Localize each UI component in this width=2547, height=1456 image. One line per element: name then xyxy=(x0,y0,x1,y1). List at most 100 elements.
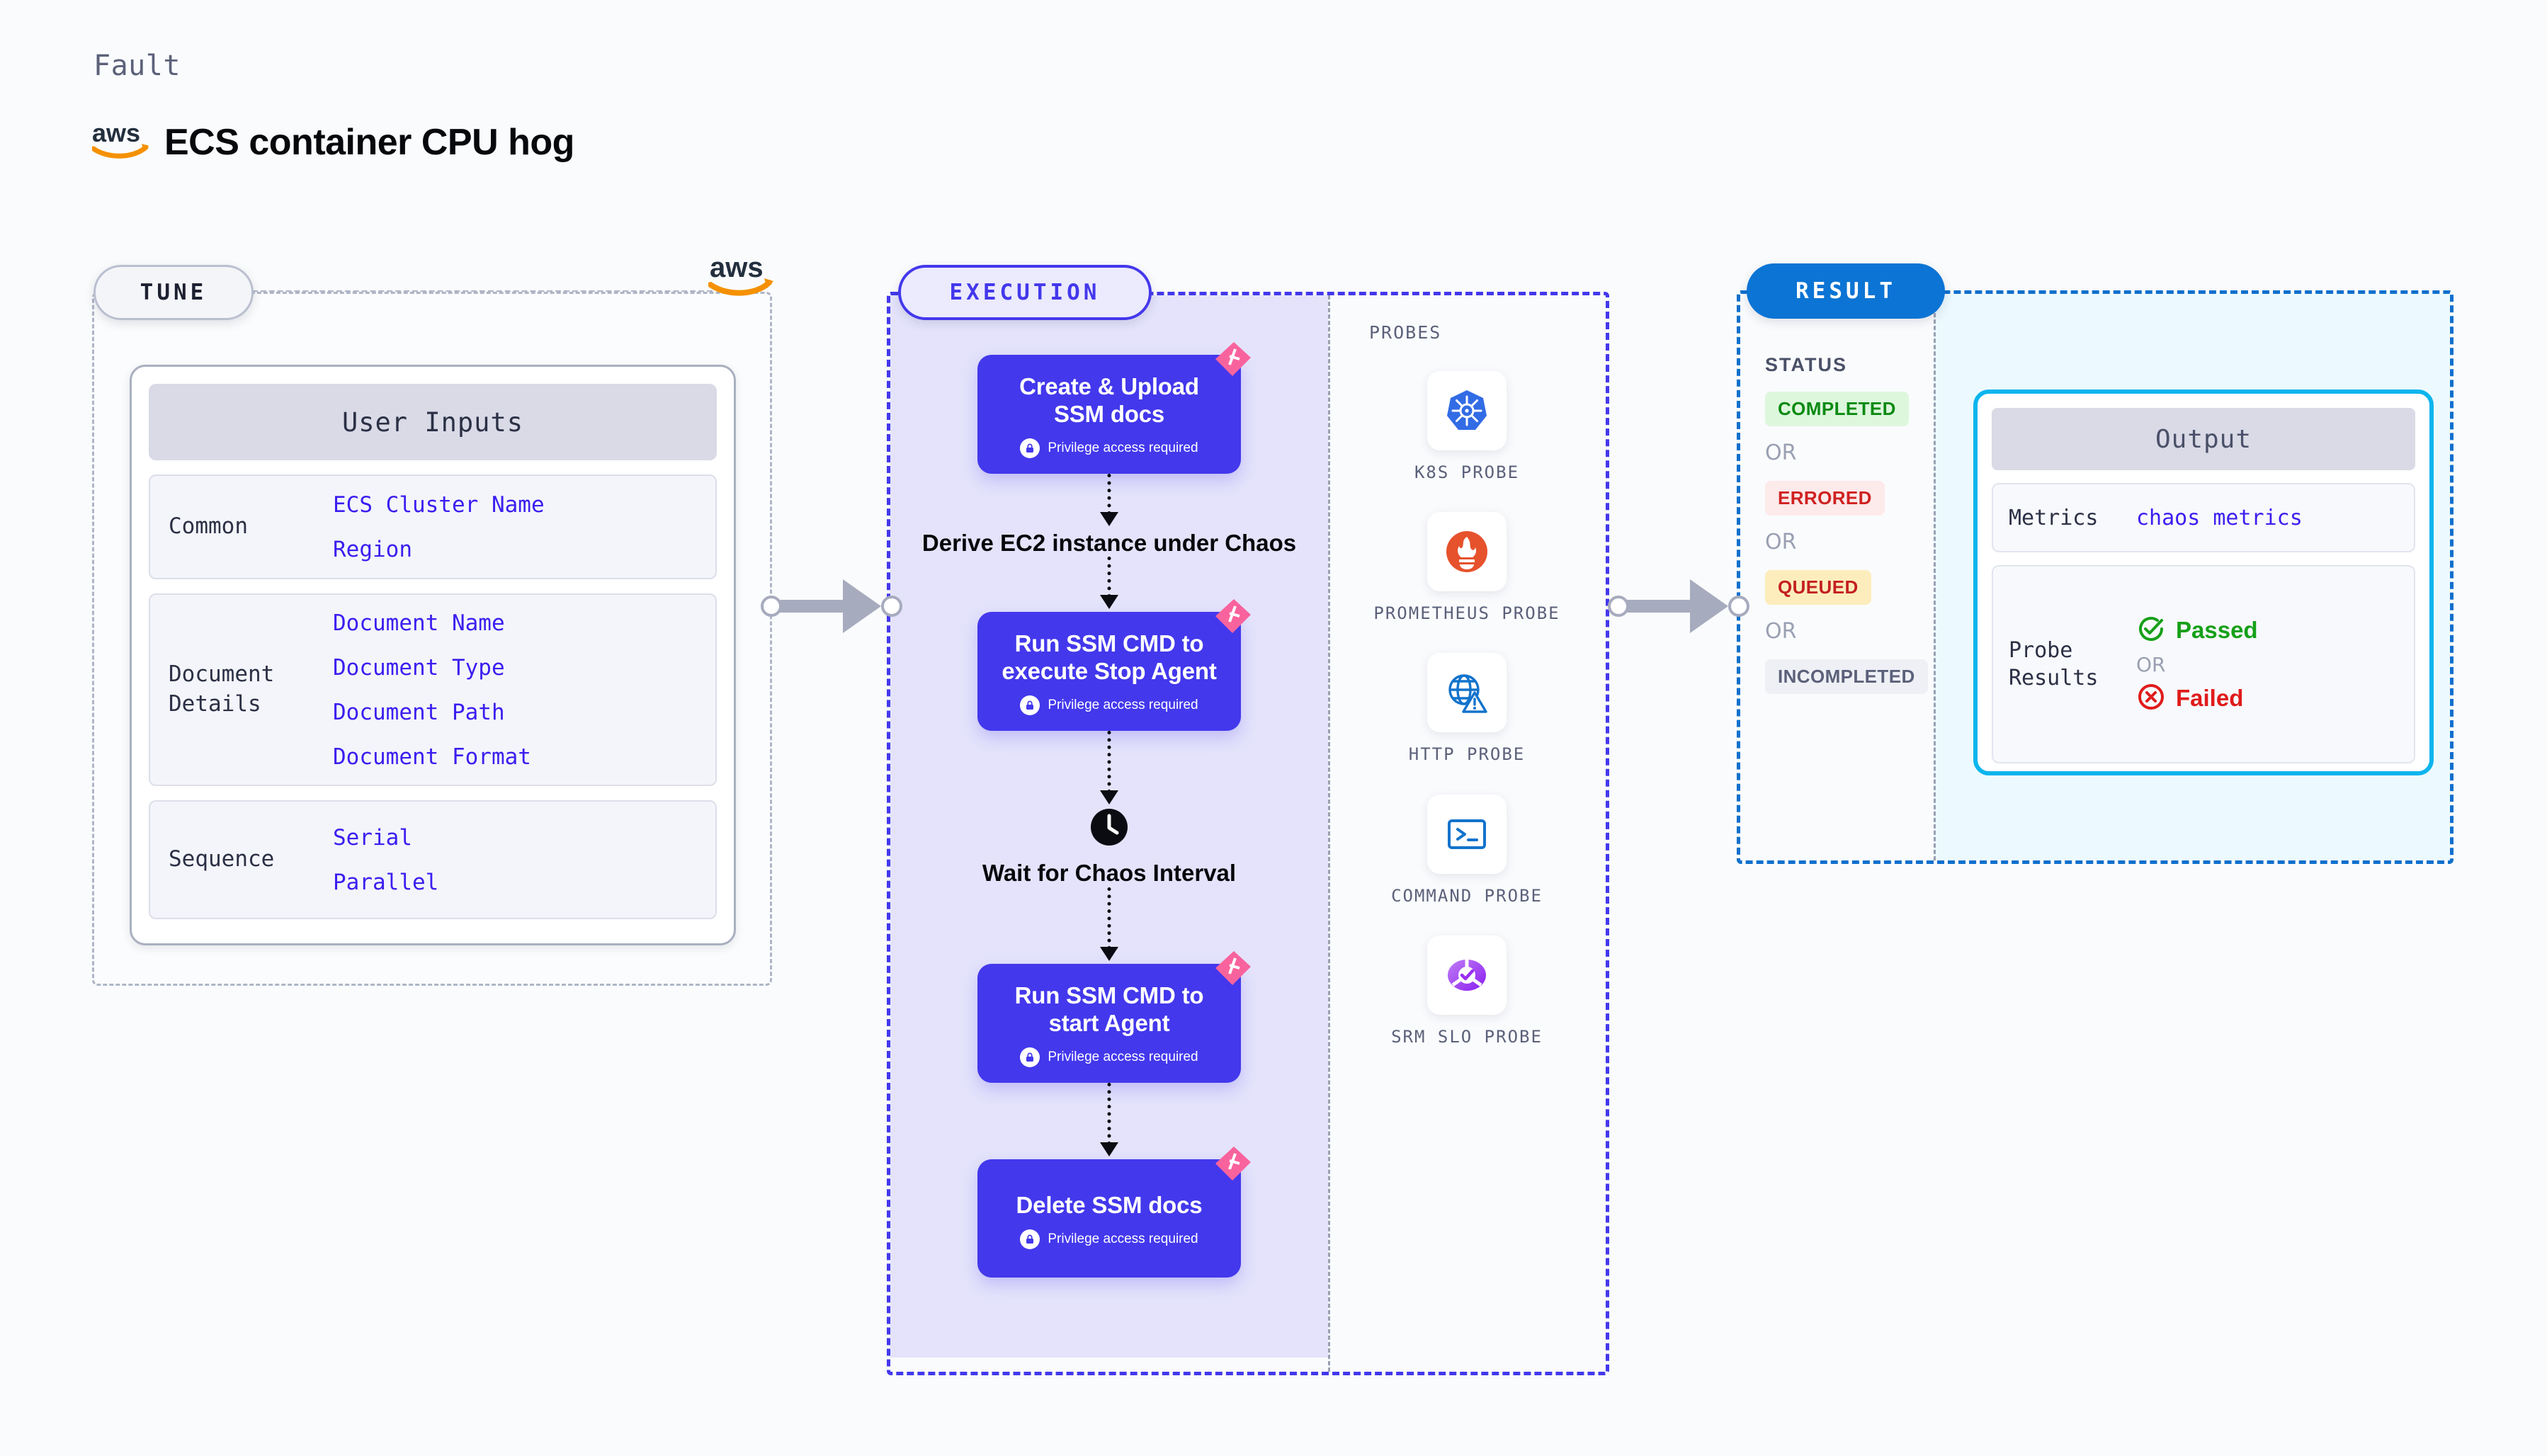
probe-label: COMMAND PROBE xyxy=(1391,885,1543,906)
prometheus-icon xyxy=(1427,512,1507,592)
status-or-label: OR xyxy=(1765,530,1797,554)
litmus-ribbon-icon xyxy=(1211,341,1252,382)
connector-line xyxy=(778,600,851,613)
connector-tune-to-execution xyxy=(761,579,902,633)
probe-item-k8s[interactable]: K8S PROBE xyxy=(1328,371,1606,484)
flow-step-privilege: Privilege access required xyxy=(992,1047,1227,1067)
connector-arrowhead-icon xyxy=(1690,579,1728,633)
user-inputs-title: User Inputs xyxy=(149,384,717,460)
tune-section-label: Document Details xyxy=(169,661,275,717)
tune-tag[interactable]: TUNE xyxy=(93,265,254,320)
output-card: Output Metrics chaos metrics Probe Resul… xyxy=(1973,389,2434,775)
probe-result-values: Passed OR Failed xyxy=(2136,614,2258,715)
flow-step-title: Derive EC2 instance under Chaos xyxy=(921,529,1297,556)
flow-step-title: Create & Upload SSM docs xyxy=(1019,373,1199,427)
tune-section-values: Document Name Document Type Document Pat… xyxy=(333,610,531,770)
flow-step-card[interactable]: Create & Upload SSM docs Privilege acces… xyxy=(977,342,1251,474)
output-metrics-value[interactable]: chaos metrics xyxy=(2136,505,2303,530)
tune-value[interactable]: ECS Cluster Name xyxy=(333,491,545,518)
status-or-label: OR xyxy=(1765,619,1797,644)
flow-step-card[interactable]: Run SSM CMD to execute Stop Agent Privil… xyxy=(977,599,1251,732)
tune-panel: User Inputs Common ECS Cluster Name Regi… xyxy=(92,292,772,986)
connector-line xyxy=(1625,600,1698,613)
tune-value[interactable]: Document Name xyxy=(333,610,505,636)
flow-arrow-icon xyxy=(890,557,1328,612)
lock-icon xyxy=(1020,1047,1040,1067)
svg-text:aws: aws xyxy=(710,254,764,283)
probe-label: PROMETHEUS PROBE xyxy=(1373,603,1560,624)
result-panel xyxy=(1737,290,2454,864)
probe-result-or-label: OR xyxy=(2136,652,2166,676)
status-badge: COMPLETED xyxy=(1765,392,1909,426)
tune-section-label: Common xyxy=(169,513,248,540)
tune-section-document-details: Document Details Document Name Document … xyxy=(149,593,717,786)
tune-section-values: Serial Parallel xyxy=(333,825,438,895)
connector-handle[interactable] xyxy=(761,596,782,617)
tune-value[interactable]: Document Type xyxy=(333,654,505,681)
http-globe-warning-icon xyxy=(1427,653,1507,733)
lock-icon xyxy=(1020,438,1040,458)
tune-section-sequence: Sequence Serial Parallel xyxy=(149,800,717,919)
litmus-ribbon-icon xyxy=(1211,598,1252,639)
litmus-ribbon-icon xyxy=(1211,950,1252,991)
tune-value[interactable]: Serial xyxy=(333,824,412,851)
probes-title: PROBES xyxy=(1369,322,1442,343)
flow-step-title: Wait for Chaos Interval xyxy=(982,860,1237,887)
result-tag[interactable]: RESULT xyxy=(1747,263,1945,319)
tune-value[interactable]: Document Path xyxy=(333,699,505,725)
status-or-label: OR xyxy=(1765,440,1797,465)
tune-value[interactable]: Region xyxy=(333,536,412,562)
probe-item-http[interactable]: HTTP PROBE xyxy=(1328,653,1606,766)
flow-arrow-icon xyxy=(890,731,1328,807)
output-section-probe-results: Probe Results Passed OR xyxy=(1992,565,2415,763)
output-metrics-label: Metrics xyxy=(2009,505,2099,530)
flow-step-title: Delete SSM docs xyxy=(1016,1191,1203,1218)
probe-item-prometheus[interactable]: PROMETHEUS PROBE xyxy=(1328,512,1606,625)
page-title-row: aws ECS container CPU hog xyxy=(91,118,574,164)
tune-value[interactable]: Document Format xyxy=(333,744,531,770)
probe-label: K8S PROBE xyxy=(1414,462,1520,482)
flow-step-privilege-label: Privilege access required xyxy=(1048,1049,1198,1064)
flow-arrow-icon xyxy=(890,887,1328,964)
execution-tag[interactable]: EXECUTION xyxy=(898,265,1152,320)
flow-step-privilege: Privilege access required xyxy=(992,438,1227,458)
x-circle-icon xyxy=(2136,682,2166,715)
connector-handle[interactable] xyxy=(881,596,902,617)
probe-result-passed: Passed xyxy=(2136,614,2258,647)
probes-column: PROBES K8S PROBE xyxy=(1328,295,1606,1048)
flow-step-privilege-label: Privilege access required xyxy=(1048,698,1198,713)
probe-item-srm-slo[interactable]: SRM SLO PROBE xyxy=(1328,935,1606,1048)
result-divider xyxy=(1934,294,1936,860)
flow-step-card[interactable]: Delete SSM docs Privilege access require… xyxy=(977,1146,1251,1278)
tune-section-label: Sequence xyxy=(169,846,275,872)
probe-label: SRM SLO PROBE xyxy=(1391,1026,1543,1047)
clock-icon xyxy=(890,807,1328,851)
status-badge: ERRORED xyxy=(1765,481,1885,516)
probe-result-passed-label: Passed xyxy=(2176,617,2258,643)
aws-logo-icon: aws xyxy=(91,118,150,164)
probe-result-failed: Failed xyxy=(2136,682,2258,715)
tune-section-common: Common ECS Cluster Name Region xyxy=(149,474,717,579)
lock-icon xyxy=(1020,1229,1040,1249)
litmus-ribbon-icon xyxy=(1211,1145,1252,1186)
user-inputs-card: User Inputs Common ECS Cluster Name Regi… xyxy=(130,365,736,945)
execution-panel xyxy=(887,292,1609,1375)
flow-step-plain: Derive EC2 instance under Chaos xyxy=(890,529,1328,557)
flow-arrow-icon xyxy=(890,1082,1328,1159)
check-circle-icon xyxy=(2136,614,2166,647)
flow-arrow-icon xyxy=(890,473,1328,529)
probe-item-command[interactable]: COMMAND PROBE xyxy=(1328,794,1606,907)
flow-step-title: Run SSM CMD to start Agent xyxy=(1014,982,1204,1036)
connector-handle[interactable] xyxy=(1608,596,1629,617)
flow-step-privilege: Privilege access required xyxy=(992,695,1227,716)
probe-result-failed-label: Failed xyxy=(2176,685,2244,711)
output-title: Output xyxy=(1992,408,2415,470)
connector-execution-to-result xyxy=(1608,579,1749,633)
connector-handle[interactable] xyxy=(1728,596,1749,617)
lock-icon xyxy=(1020,695,1040,716)
svg-text:aws: aws xyxy=(92,120,140,147)
flow-step-card[interactable]: Run SSM CMD to start Agent Privilege acc… xyxy=(977,950,1251,1083)
page-kicker: Fault xyxy=(93,50,181,82)
tune-value[interactable]: Parallel xyxy=(333,869,439,895)
